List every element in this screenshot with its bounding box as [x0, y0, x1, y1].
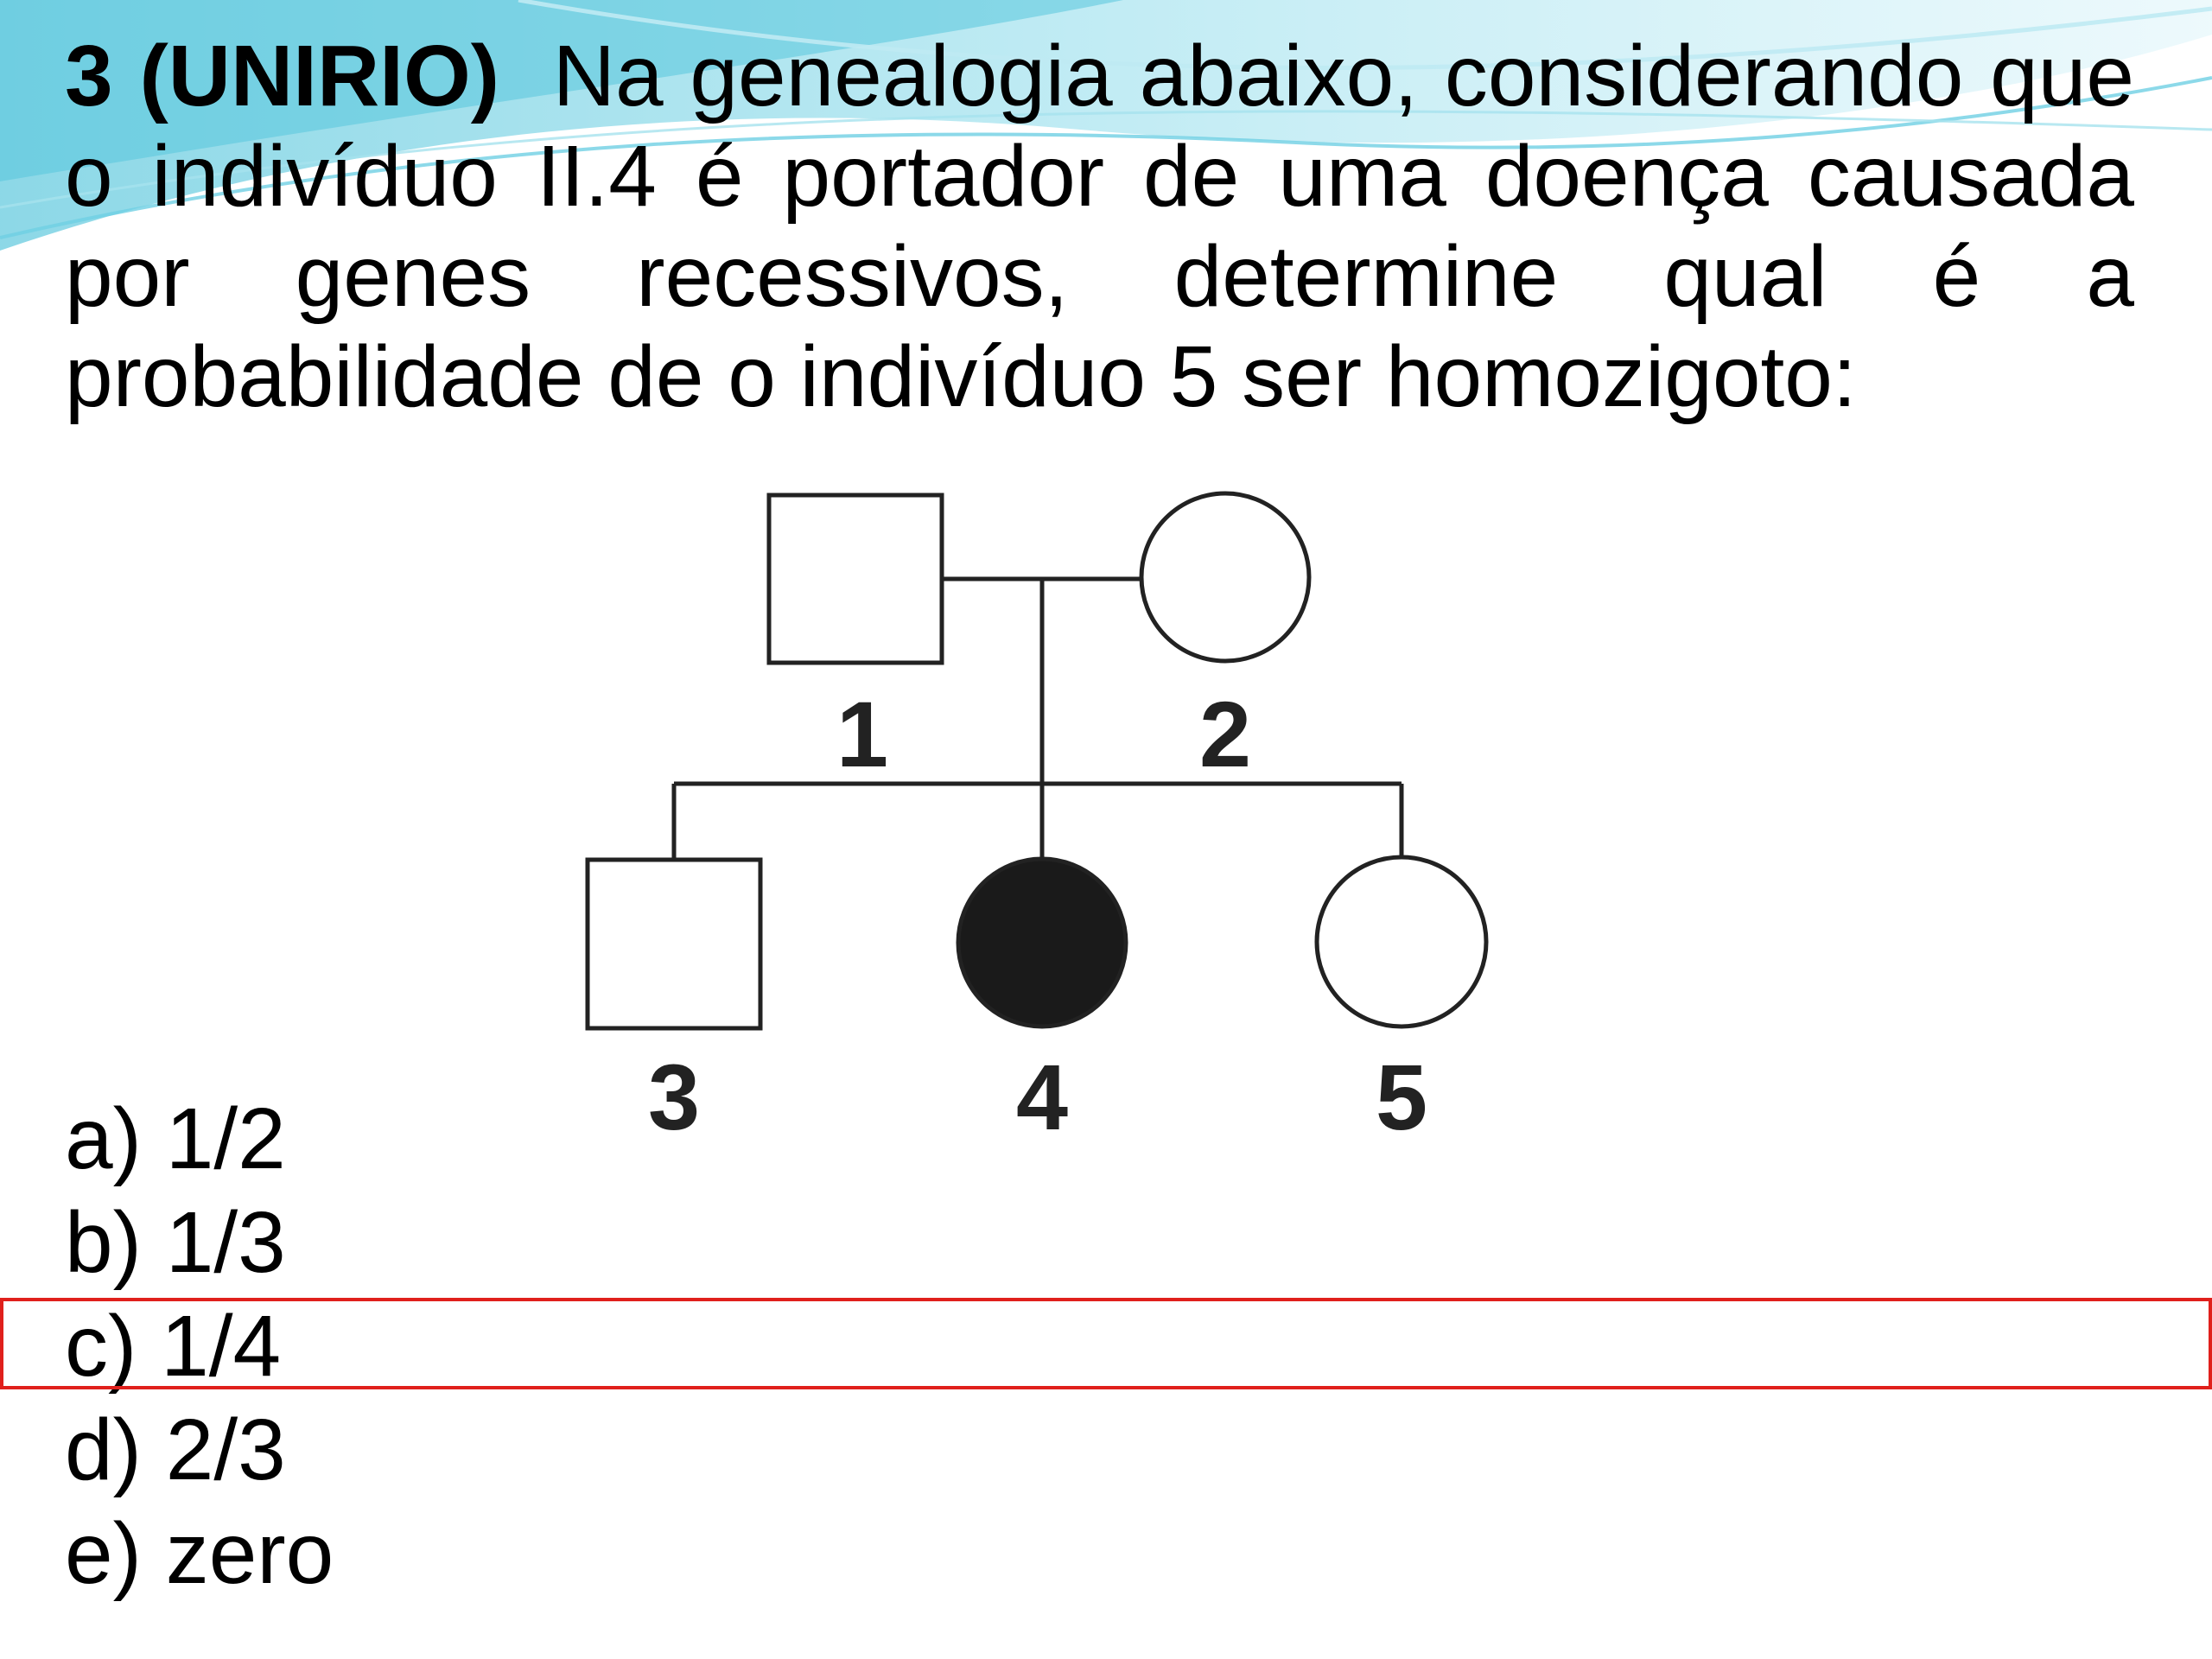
label-individual-3: 3 [648, 1045, 700, 1149]
individual-3-male [585, 857, 763, 1031]
option-e: e) zero [65, 1505, 334, 1602]
answer-options: a) 1/2 b) 1/3 c) 1/4 d) 2/3 e) zero [65, 1087, 334, 1605]
individual-4-female-affected [956, 856, 1128, 1029]
question-number: 3 (UNIRIO) [65, 28, 500, 124]
option-b: b) 1/3 [65, 1194, 286, 1291]
label-individual-4: 4 [1016, 1045, 1068, 1149]
wave-line [0, 110, 2212, 209]
label-individual-1: 1 [836, 682, 888, 786]
question-text: 3 (UNIRIO) Na genealogia abaixo, conside… [65, 26, 2134, 427]
option-d: d) 2/3 [65, 1402, 286, 1498]
pedigree-diagram: 1 2 3 4 5 [562, 462, 1512, 1205]
header-wave-decoration [0, 0, 2212, 251]
individual-2-female [1139, 491, 1312, 664]
option-c: c) 1/4 [65, 1298, 282, 1395]
correct-answer-highlight [0, 1298, 2212, 1389]
label-individual-2: 2 [1199, 682, 1251, 786]
option-a: a) 1/2 [65, 1090, 286, 1187]
wave-line [0, 76, 2212, 239]
wave-line [518, 0, 2212, 71]
individual-5-female [1314, 855, 1489, 1029]
question-statement: Na genealogia abaixo, considerando que o… [65, 28, 2134, 425]
individual-1-male [766, 493, 944, 665]
label-individual-5: 5 [1376, 1045, 1427, 1149]
